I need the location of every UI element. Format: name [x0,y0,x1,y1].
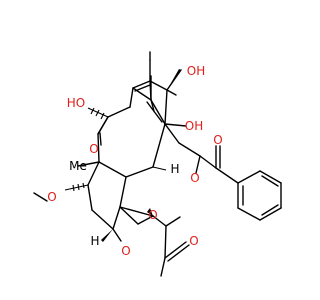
atom-label-benzoate-ester-o: O [190,171,199,185]
molecule-structure-drawing: OH HO OH O O Me H O O O O O H [33,51,282,277]
atom-label-me: Me [69,159,87,173]
atom-label-acetate-ester-o: O [148,208,157,222]
atom-label-oh-top-left: HO [67,96,85,110]
atom-label-acetate-carbonyl-o: O [189,234,198,248]
atom-label-h-bottom: H [90,234,99,248]
bond-skeleton [33,51,282,277]
atom-label-oh-right: OH [185,119,203,133]
atom-label-oh-top-right: OH [187,64,205,78]
atom-label-benzoate-carbonyl-o: O [213,133,222,147]
atom-label-h-center: H [170,162,179,176]
atom-labels: OH HO OH O O Me H O O O O O H [47,64,222,258]
atom-label-methoxy-o: O [47,190,56,204]
atom-label-oxetane-o: O [121,244,130,258]
atom-label-keto-o: O [89,142,98,156]
